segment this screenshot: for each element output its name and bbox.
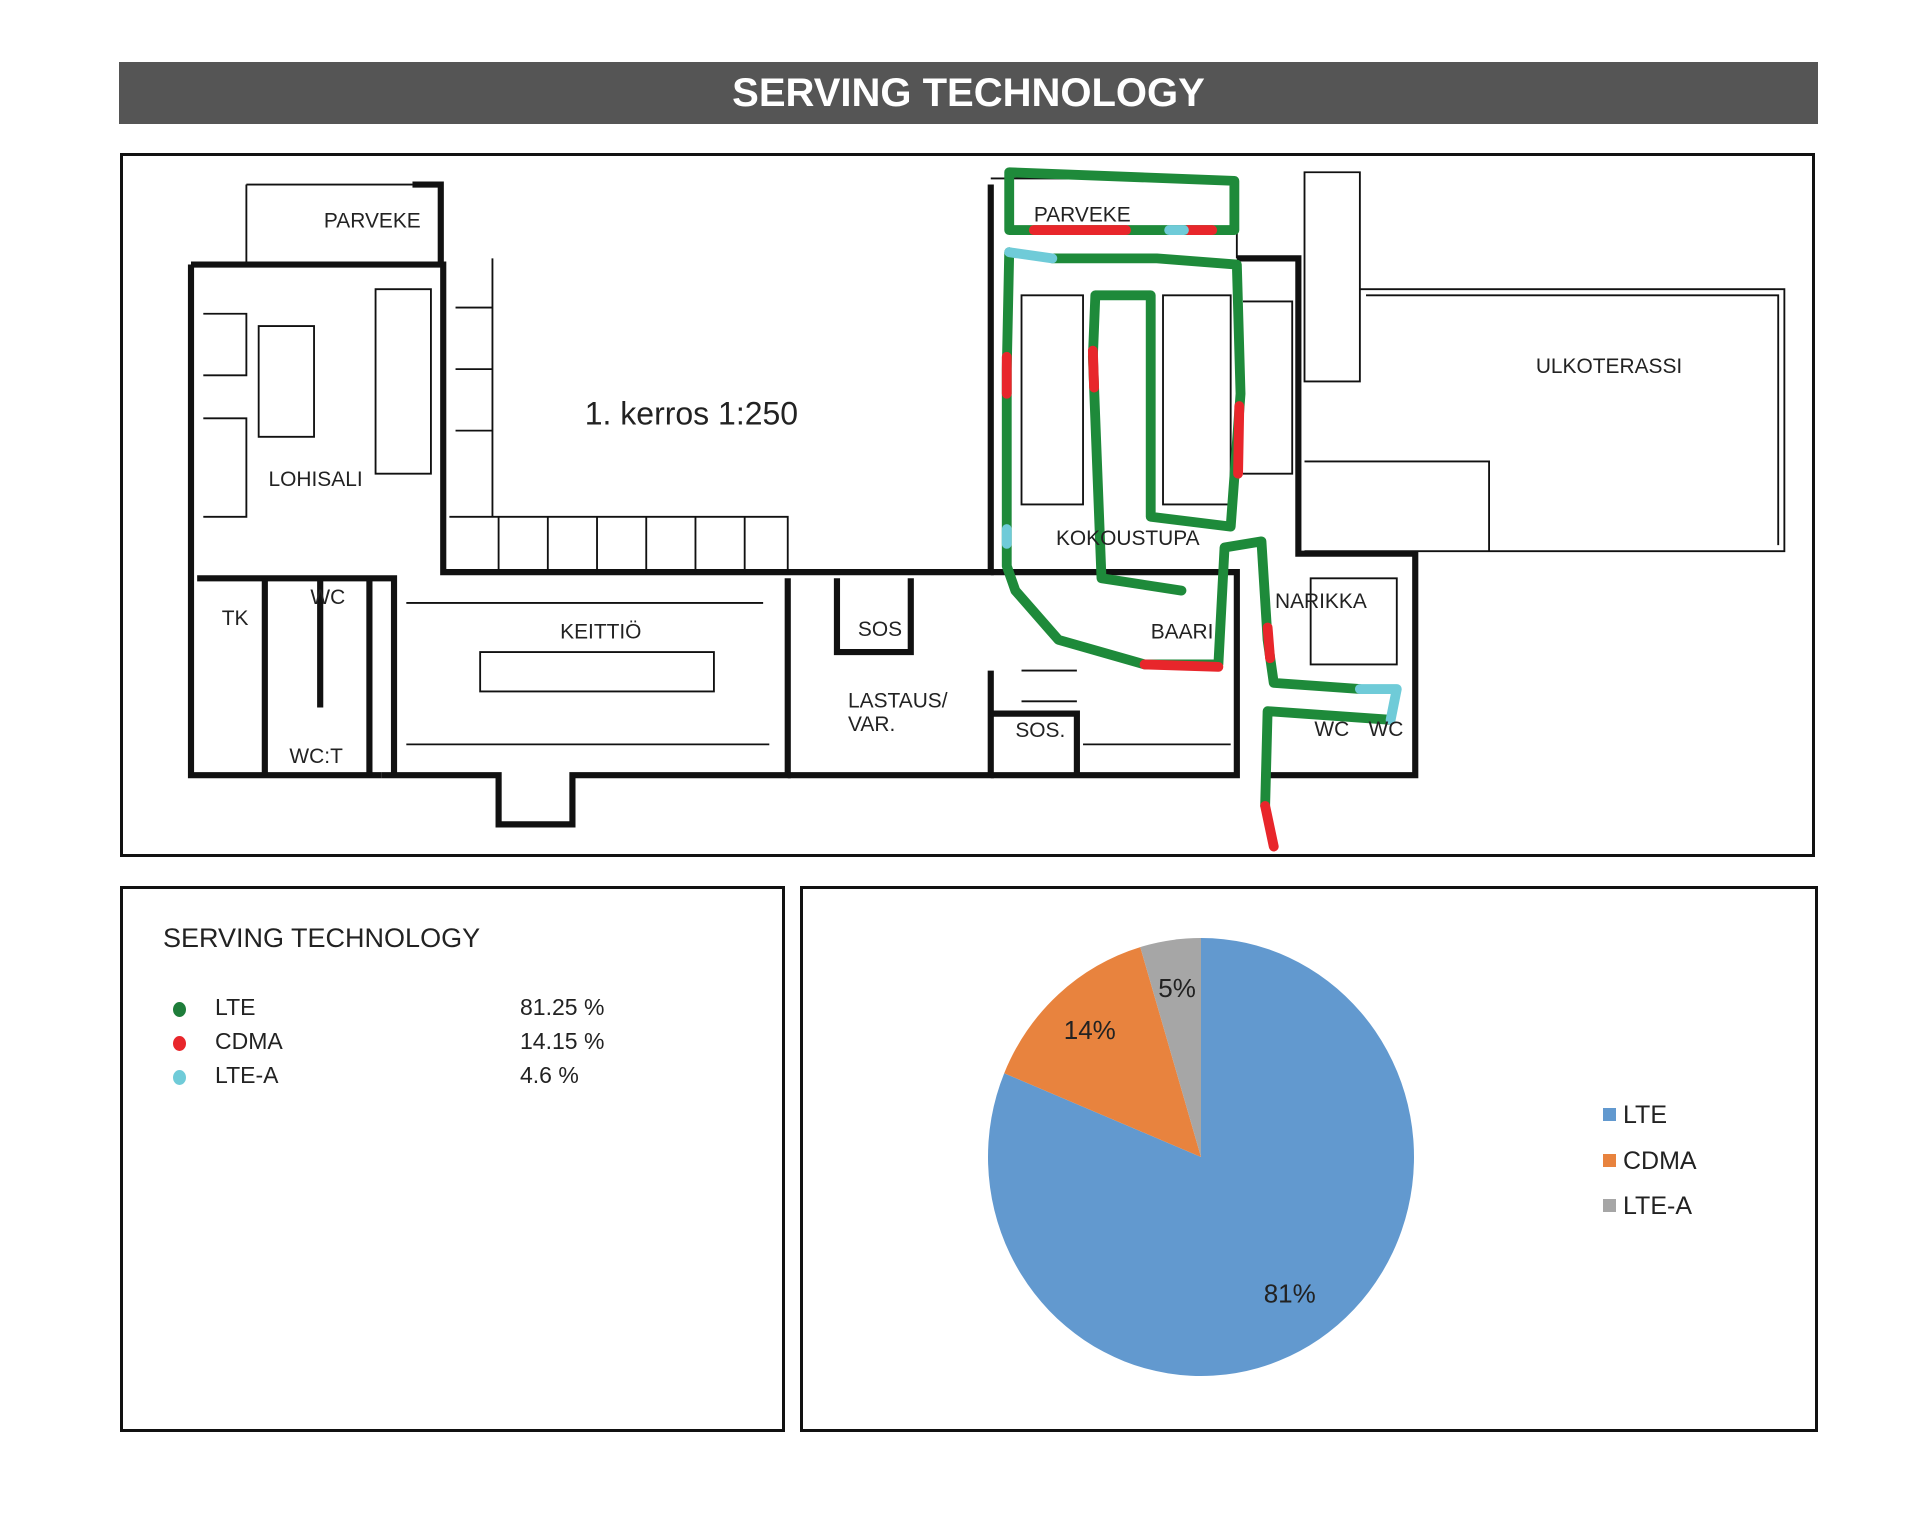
data-label-cdma: 14% [1064, 1015, 1116, 1045]
legend-item-lte: LTE 81.25 % [173, 994, 733, 1024]
pie-chart: 81% 14% 5% LTE CDMA LTE-A [988, 938, 1697, 1376]
data-label-lte-a: 5% [1158, 973, 1196, 1003]
legend-label: CDMA [215, 1028, 283, 1054]
legend-value: 14.15 % [520, 1028, 605, 1054]
legend-swatch-lte [1603, 1108, 1616, 1121]
legend-title: SERVING TECHNOLOGY [163, 923, 481, 953]
legend-value: 81.25 % [520, 994, 605, 1020]
legend-entry-cdma: CDMA [1623, 1147, 1697, 1175]
legend-swatch-cdma [1603, 1154, 1616, 1167]
green-dot-icon [173, 1002, 186, 1017]
legend-value: 4.6 % [520, 1062, 579, 1088]
legend-label: LTE [215, 994, 256, 1020]
cyan-dot-icon [173, 1070, 186, 1085]
page-title: SERVING TECHNOLOGY [119, 62, 1818, 124]
floor-plan-panel [120, 153, 1815, 857]
legend-item-cdma: CDMA 14.15 % [173, 1028, 733, 1058]
legend-entry-lte: LTE [1623, 1101, 1667, 1129]
data-label-lte: 81% [1264, 1279, 1316, 1309]
pie-slice-cdma [1004, 947, 1201, 1157]
red-dot-icon [173, 1036, 186, 1051]
pie-chart-panel: 81% 14% 5% LTE CDMA LTE-A [800, 886, 1818, 1432]
legend-entry-lte-a: LTE-A [1623, 1192, 1692, 1220]
technology-legend-panel: SERVING TECHNOLOGY LTE 81.25 % CDMA 14.1… [120, 886, 785, 1432]
legend-item-lte-a: LTE-A 4.6 % [173, 1062, 733, 1092]
legend-swatch-lte-a [1603, 1199, 1616, 1212]
legend-label: LTE-A [215, 1062, 279, 1088]
pie-slice-lte-a [1140, 938, 1201, 1157]
